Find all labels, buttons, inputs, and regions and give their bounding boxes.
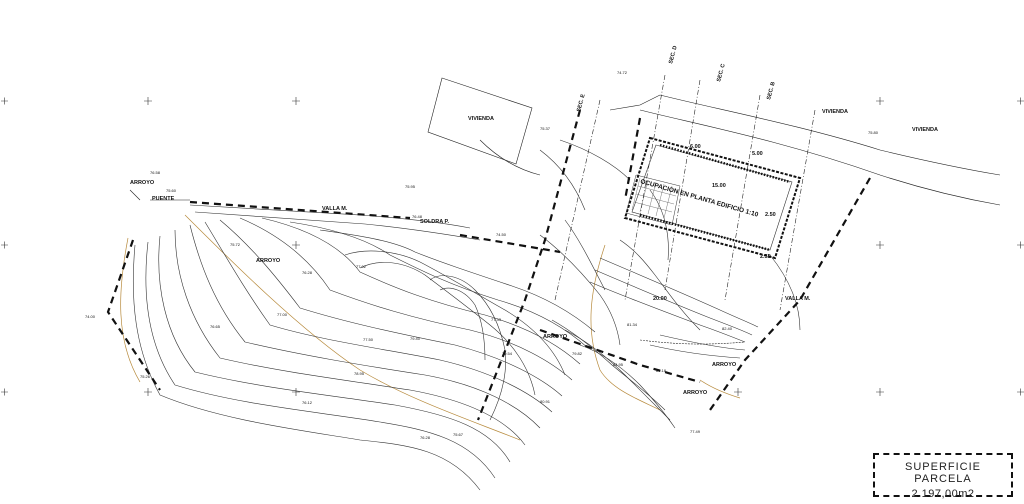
spot-height: 76.58: [150, 170, 161, 175]
spot-height: 80.18: [656, 368, 667, 373]
spot-height: 76.12: [302, 400, 313, 405]
label-vivienda: VIVIENDA: [468, 116, 494, 122]
label-building: OCUPACION EN PLANTA EDIFICIO 1:10: [639, 178, 759, 219]
spot-height: 76.28: [420, 435, 431, 440]
spot-height: 81.34: [627, 322, 638, 327]
spot-height: 76.65: [210, 324, 221, 329]
label-section-c: SEC. C: [716, 63, 727, 82]
spot-height: 80.91: [540, 399, 551, 404]
label-dimension: 15.00: [712, 183, 726, 189]
spot-height: 75.67: [453, 432, 464, 437]
label-arroyo: ARROYO: [256, 258, 281, 264]
spot-height: 79.82: [572, 351, 583, 356]
label-dimension: 2.50: [765, 212, 776, 218]
label-dimension: 2.55: [760, 254, 771, 260]
spot-height: 74.72: [617, 70, 628, 75]
spot-height: 75.37: [540, 126, 551, 131]
registration-crosses: [1, 97, 1024, 396]
spot-height: 77.00: [277, 312, 288, 317]
label-valla: VALLA M.: [322, 206, 348, 212]
label-arroyo: ARROYO: [543, 334, 568, 340]
orange-contour-lines: [120, 214, 741, 441]
spot-height: 75.26: [140, 374, 151, 379]
parcel-area-box: SUPERFICIE PARCELA 2.197,00m2: [873, 453, 1013, 500]
spot-height: 75.60: [166, 188, 177, 193]
label-section-b: SEC. B: [766, 81, 777, 100]
spot-height: 78.95: [354, 371, 365, 376]
contour-lines: [132, 139, 801, 491]
label-arroyo: ARROYO: [683, 390, 708, 396]
parcel-boundary: [106, 109, 871, 421]
spot-height: 79.40: [410, 336, 421, 341]
spot-height: 77.50: [363, 337, 374, 342]
vivienda-building: [427, 77, 533, 165]
label-puente: PUENTE: [152, 196, 175, 202]
spot-height: 74.50: [496, 232, 507, 237]
spot-height: 77.02: [356, 264, 367, 269]
spot-height: 74.00: [85, 314, 96, 319]
building-footprint: [623, 136, 802, 260]
spot-height: 75.95: [405, 184, 416, 189]
spot-height: 76.48: [412, 214, 423, 219]
label-dimension: 6.00: [690, 144, 701, 150]
label-section-e: SEC. E: [576, 93, 587, 112]
spot-heights: 76.58 75.60 75.95 76.48 75.37 74.50 77.0…: [85, 70, 879, 440]
spot-height: 75.80: [868, 130, 879, 135]
spot-height: 82.40: [722, 326, 733, 331]
label-section-d: SEC. D: [668, 45, 679, 64]
parcel-area-value: 2.197,00m2: [911, 488, 975, 500]
spot-height: 84.95: [613, 362, 624, 367]
label-arroyo: ARROYO: [712, 362, 737, 368]
label-soldra: SOLDRA P.: [420, 219, 450, 225]
spot-height: 77.49: [690, 429, 701, 434]
spot-height: 76.28: [302, 270, 313, 275]
label-dimension: 20.00: [653, 296, 667, 302]
parcel-area-title: SUPERFICIE PARCELA: [904, 461, 981, 485]
spot-height: 77.33: [491, 317, 502, 322]
label-arroyo: ARROYO: [130, 180, 155, 186]
label-dimension: 5.00: [752, 151, 763, 157]
spot-height: 75.72: [230, 242, 241, 247]
label-valla: VALLA M.: [785, 296, 811, 302]
label-vivienda: VIVIENDA: [822, 109, 848, 115]
section-lines: [129, 74, 1001, 345]
spot-height: 79.54: [502, 351, 513, 356]
label-vivienda: VIVIENDA: [912, 127, 938, 133]
